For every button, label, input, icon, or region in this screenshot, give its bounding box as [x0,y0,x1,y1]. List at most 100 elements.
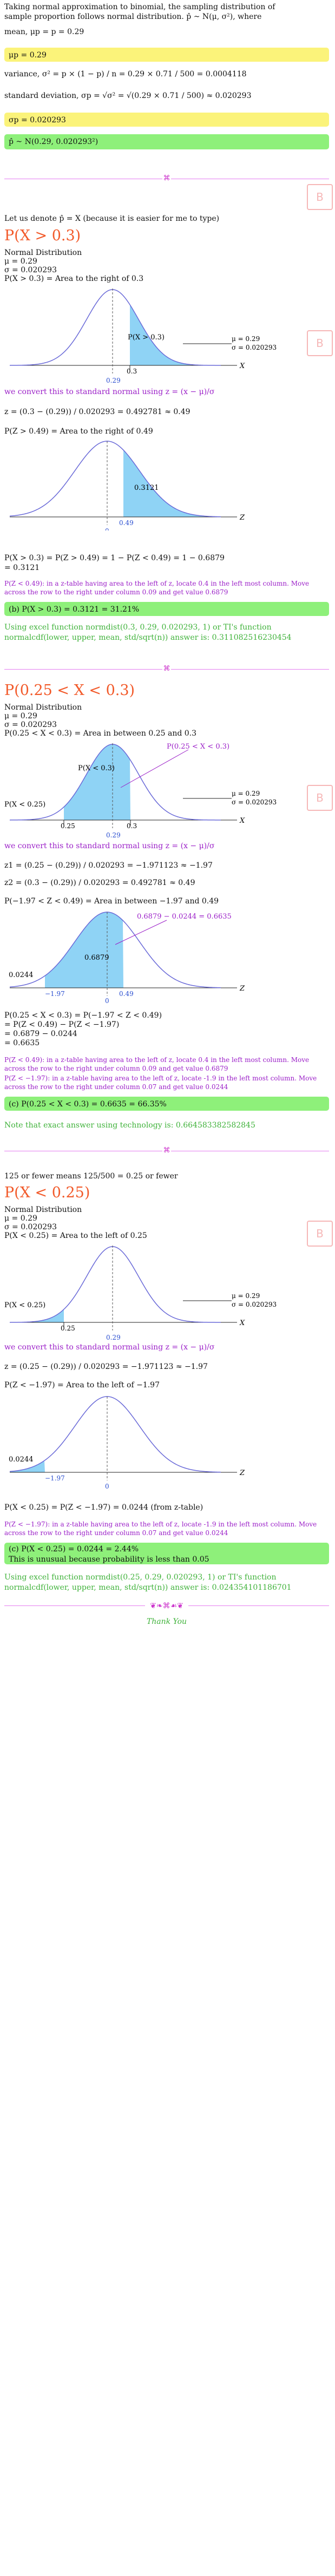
thank-you-text: Thank You [146,1617,187,1626]
normal-curve-z-between: Z 0.6879 − 0.0244 = 0.6635 0.6879 0.0244… [9,912,245,1004]
part-c-mu: μ = 0.29 [4,712,37,720]
mu-label: μ = 0.29 [232,335,260,343]
part-b-intro: Let us denote p̂ = X (because it is easi… [4,214,220,223]
between-label: P(0.25 < X < 0.3) [167,743,229,751]
sigma-label: σ = 0.020293 [232,798,277,806]
tick-0.29: 0.29 [106,831,121,839]
normal-curve-x-right: X P(X > 0.3) μ = 0.29 σ = 0.020293 0.3 0… [9,289,277,384]
answer-c: (c) P(0.25 < X < 0.3) = 0.6635 = 66.35% [4,1097,329,1111]
tick-0: 0 [105,1483,109,1489]
calc-line-2: = 0.3121 [4,563,40,572]
section-separator: ⌘ [4,174,329,183]
tick-0.3: 0.3 [127,368,137,375]
convert-text: we convert this to standard normal using… [4,1343,215,1352]
z-table-note-1: P(Z < 0.49): in a z-table having area to… [4,1056,310,1073]
tick-0.49: 0.49 [119,990,134,998]
watermark-logo: B [307,785,333,811]
part-c-title: P(0.25 < X < 0.3) [4,682,135,699]
watermark-logo: B [307,1221,333,1247]
exact-note: Note that exact answer using technology … [4,1121,255,1130]
part-b-title: P(X > 0.3) [4,227,81,244]
normal-curve-z-right: Z 0.3121 0.49 0 [9,441,245,530]
region-label: P(X < 0.25) [4,1301,45,1309]
z2-calc: z2 = (0.3 − (0.29)) / 0.020293 = 0.49278… [4,879,195,887]
convert-text: we convert this to standard normal using… [4,842,215,850]
calc-line-1: P(X > 0.3) = P(Z > 0.49) = 1 − P(Z < 0.4… [4,554,225,562]
mu-label: μ = 0.29 [232,1292,260,1300]
tick-0.3: 0.3 [127,822,137,830]
left-label: P(X < 0.3) [78,764,115,772]
normal-curve-z-left: Z 0.0244 −1.97 0 [9,1396,245,1489]
section-separator: ⌘ [4,1146,329,1155]
pz-text: P(Z > 0.49) = Area to the right of 0.49 [4,427,153,436]
mu-box: μp = 0.29 [4,48,329,62]
section-separator: ⌘ [4,665,329,673]
part-d-title: P(X < 0.25) [4,1184,90,1201]
axis-label: Z [239,985,245,993]
calc-line-4: = 0.6635 [4,1039,40,1047]
answer-d-line-1: (c) P(X < 0.25) = 0.0244 = 2.44% [9,1545,139,1554]
intro-line-1: Taking normal approximation to binomial,… [4,3,275,11]
mu-label: μ = 0.29 [232,790,260,797]
region-label: P(X > 0.3) [128,333,165,342]
watermark-logo: B [307,184,333,210]
answer-b: (b) P(X > 0.3) = 0.3121 = 31.21% [4,602,329,616]
pz-text: P(−1.97 < Z < 0.49) = Area in between −1… [4,897,219,906]
axis-label: Z [239,514,245,522]
part-d-intro: 125 or fewer means 125/500 = 0.25 or few… [4,1172,178,1181]
convert-text: we convert this to standard normal using… [4,388,215,396]
part-b-sigma: σ = 0.020293 [4,266,57,274]
answer-d: (c) P(X < 0.25) = 0.0244 = 2.44% This is… [4,1543,329,1564]
sd-text: standard deviation, σp = √σ² = √(0.29 × … [4,91,252,100]
sigma-label: σ = 0.020293 [232,1301,277,1308]
tick-neg-1.97: −1.97 [45,990,65,998]
excel-note: Using excel function normdist(0.25, 0.29… [4,1573,292,1592]
z-calc: z = (0.3 − (0.29)) / 0.020293 = 0.492781… [4,408,191,416]
tick-0.49: 0.49 [119,519,134,527]
z-table-note-2: P(Z < −1.97): in a z-table having area t… [4,1074,317,1091]
tick-0.25: 0.25 [61,1325,75,1332]
footer: ❦❧⌘☙❦ Thank You [4,1601,329,1627]
z-table-note: P(Z < 0.49): in a z-table having area to… [4,580,310,597]
area-value: 0.3121 [134,484,159,492]
axis-label: Z [239,1469,245,1477]
sigma-label: σ = 0.020293 [232,344,277,351]
calc-line-3: = 0.6879 − 0.0244 [4,1030,77,1038]
area-value-1: 0.6879 [84,954,109,962]
part-c-area: P(0.25 < X < 0.3) = Area in between 0.25… [4,729,197,738]
part-d-mu: μ = 0.29 [4,1214,37,1223]
z1-calc: z1 = (0.25 − (0.29)) / 0.020293 = −1.971… [4,861,213,870]
normal-curve-x-left: X P(X < 0.25) μ = 0.29 σ = 0.020293 0.25… [4,1246,277,1341]
sd-box: σp = 0.020293 [4,113,329,127]
part-b-area: P(X > 0.3) = Area to the right of 0.3 [4,274,144,283]
axis-label: X [239,817,245,825]
area-value-2: 0.0244 [9,971,34,979]
normal-curve-x-between: X P(0.25 < X < 0.3) P(X < 0.3) P(X < 0.2… [4,743,277,839]
axis-label: X [239,1319,245,1327]
difference-label: 0.6879 − 0.0244 = 0.6635 [137,913,232,921]
part-b-mu: μ = 0.29 [4,257,37,266]
calc-line-1: P(0.25 < X < 0.3) = P(−1.97 < Z < 0.49) [4,1011,162,1020]
intro-line-2: sample proportion follows normal distrib… [4,12,262,21]
axis-label: X [239,362,245,370]
tick-0.25: 0.25 [61,822,75,830]
answer-d-line-2: This is unusual because probability is l… [9,1555,209,1564]
variance-text: variance, σ² = p × (1 − p) / n = 0.29 × … [4,70,247,78]
mean-text: mean, μp = p = 0.29 [4,28,84,36]
tick-0.29: 0.29 [106,377,121,384]
tick-0: 0 [105,527,109,530]
footer-ornament: ❦❧⌘☙❦ [145,1601,188,1611]
calc-line-2: = P(Z < 0.49) − P(Z < −1.97) [4,1020,120,1029]
part-c-dist: Normal Distribution [4,703,82,712]
distribution-box: p̂ ~ N(0.29, 0.020293²) [4,134,329,149]
part-d-sigma: σ = 0.020293 [4,1223,57,1231]
area-value: 0.0244 [9,1456,34,1464]
z-table-note: P(Z < −1.97): in a z-table having area t… [4,1520,317,1537]
tick-0: 0 [105,997,109,1004]
z-calc: z = (0.25 − (0.29)) / 0.020293 = −1.9711… [4,1362,208,1371]
part-d-area: P(X < 0.25) = Area to the left of 0.25 [4,1231,147,1240]
part-b-dist: Normal Distribution [4,248,82,257]
part-d-dist: Normal Distribution [4,1205,82,1214]
pz-text: P(Z < −1.97) = Area to the left of −1.97 [4,1381,160,1389]
excel-note: Using excel function normdist(0.3, 0.29,… [4,623,292,642]
